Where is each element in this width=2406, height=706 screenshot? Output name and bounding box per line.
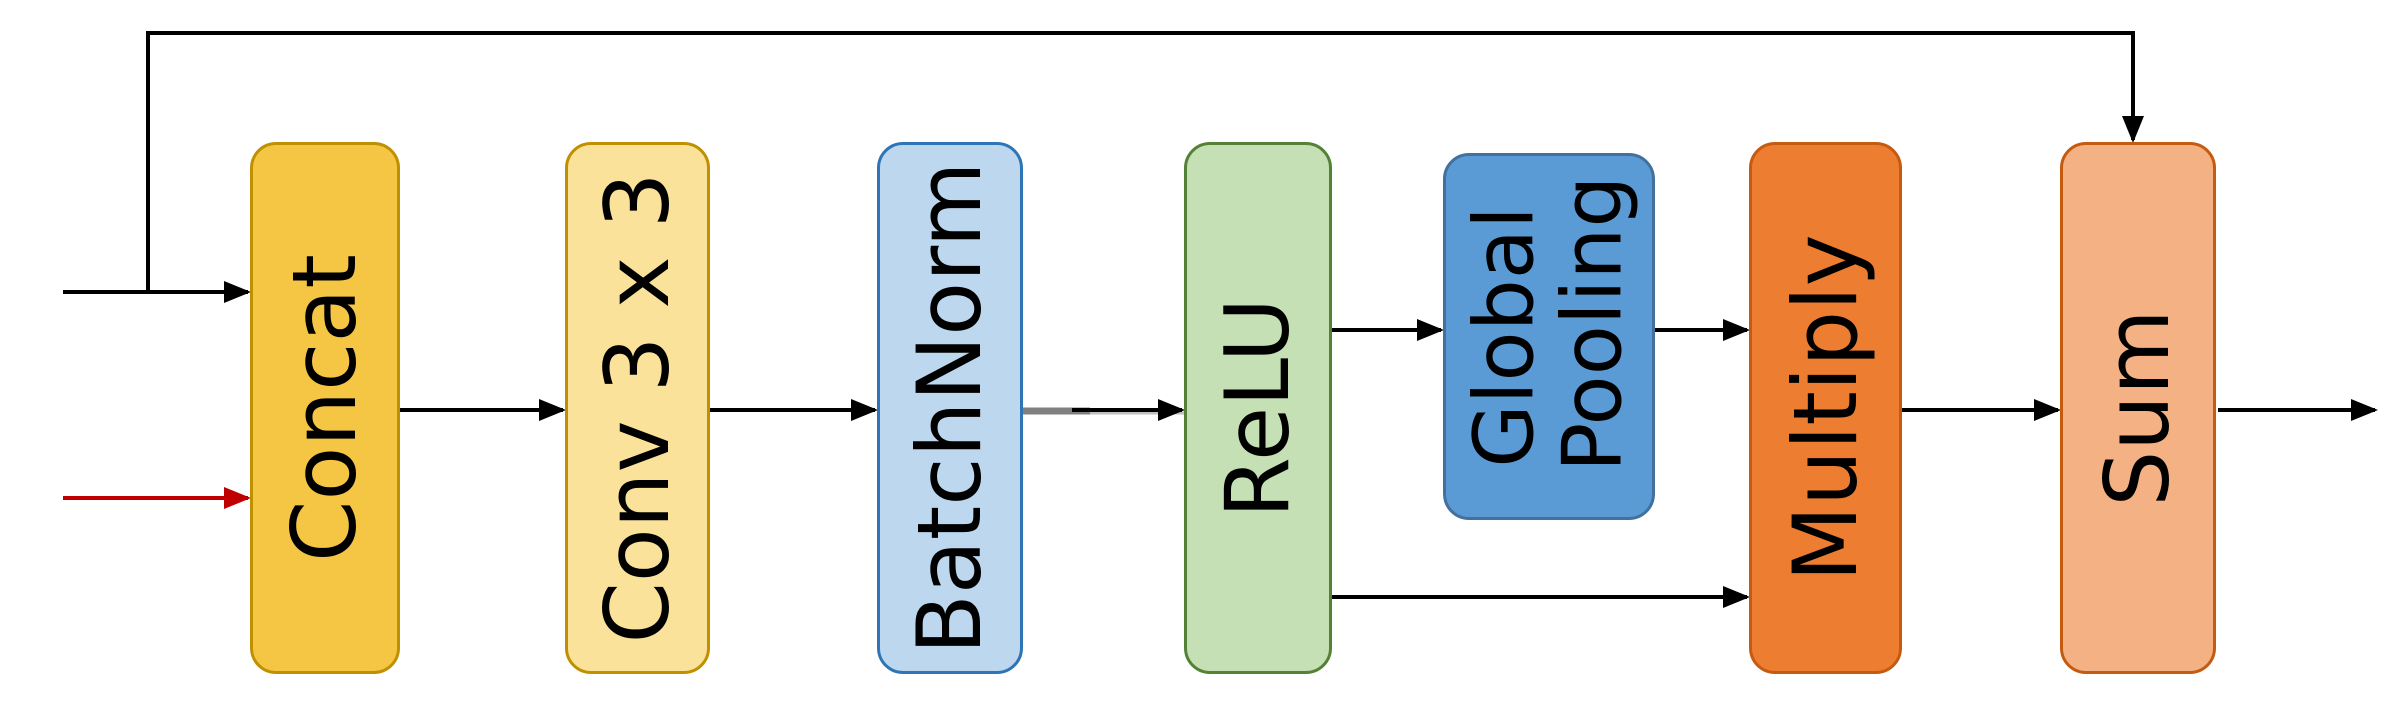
node-label-conv3x3: Conv 3 x 3 [585, 172, 689, 644]
node-label-relu: ReLU [1206, 297, 1309, 519]
edge-input-to-sum-skip [146, 31, 2144, 292]
node-multiply: Multiply [1749, 142, 1902, 674]
node-label-global-pooling: Global Pooling [1457, 175, 1640, 472]
node-label-sum: Sum [2086, 309, 2189, 507]
node-label-batchnorm: BatchNorm [898, 161, 1001, 655]
node-label-concat: Concat [273, 254, 376, 562]
node-batchnorm: BatchNorm [877, 142, 1023, 674]
node-global-pooling: Global Pooling [1443, 153, 1655, 520]
node-sum: Sum [2060, 142, 2216, 674]
node-conv3x3: Conv 3 x 3 [565, 142, 710, 674]
node-concat: Concat [250, 142, 400, 674]
node-label-multiply: Multiply [1773, 234, 1877, 582]
node-relu: ReLU [1184, 142, 1332, 674]
